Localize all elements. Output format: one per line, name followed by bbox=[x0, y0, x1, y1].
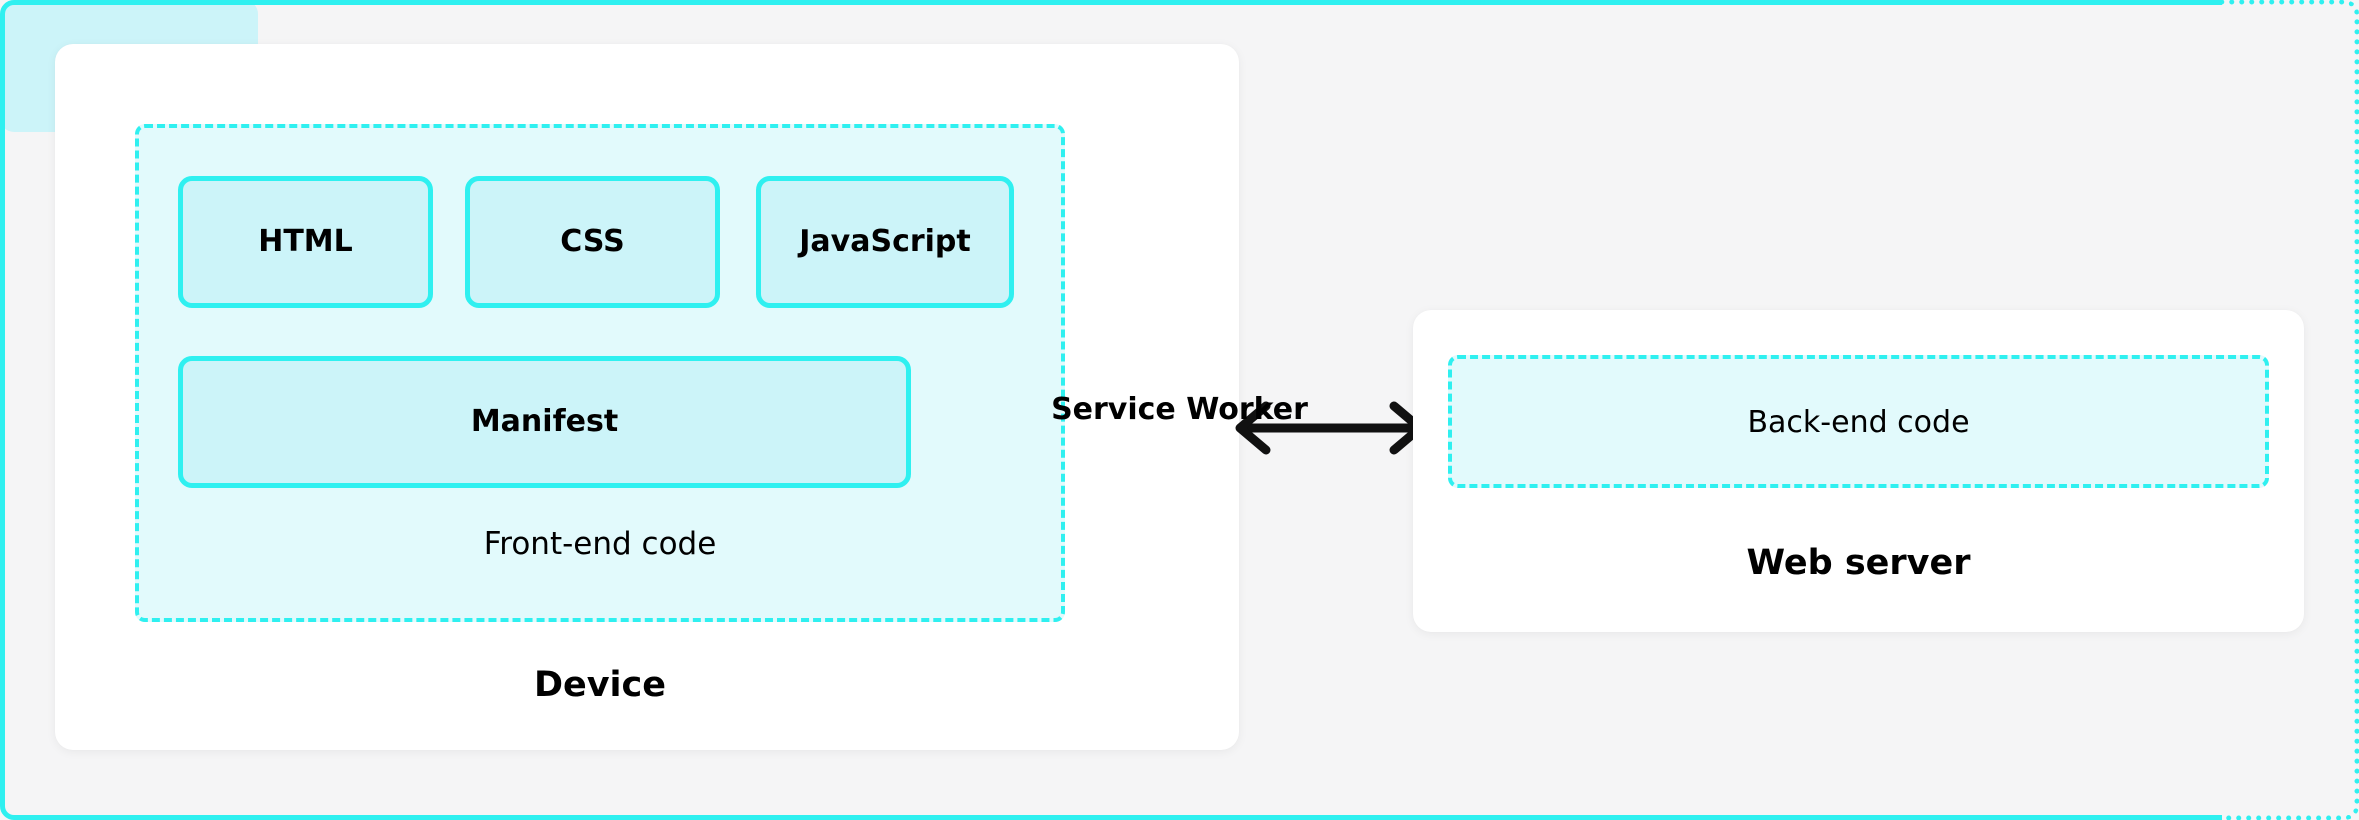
backend-code-group bbox=[1448, 355, 2269, 488]
tech-box-html-label: HTML bbox=[258, 223, 353, 259]
device-caption: Device bbox=[533, 665, 667, 705]
backend-code-caption: Back-end code bbox=[1747, 405, 1970, 440]
tech-box-css-label: CSS bbox=[560, 223, 625, 259]
tech-box-css[interactable]: CSS bbox=[465, 176, 720, 308]
tech-box-html[interactable]: HTML bbox=[178, 176, 433, 308]
tech-box-javascript-label: JavaScript bbox=[799, 223, 971, 259]
tech-box-manifest-label: Manifest bbox=[470, 403, 619, 439]
frontend-code-caption: Front-end code bbox=[483, 526, 717, 562]
tech-box-manifest[interactable]: Manifest bbox=[178, 356, 911, 488]
tech-box-javascript[interactable]: JavaScript bbox=[756, 176, 1014, 308]
web-server-caption: Web server bbox=[1746, 543, 1971, 583]
